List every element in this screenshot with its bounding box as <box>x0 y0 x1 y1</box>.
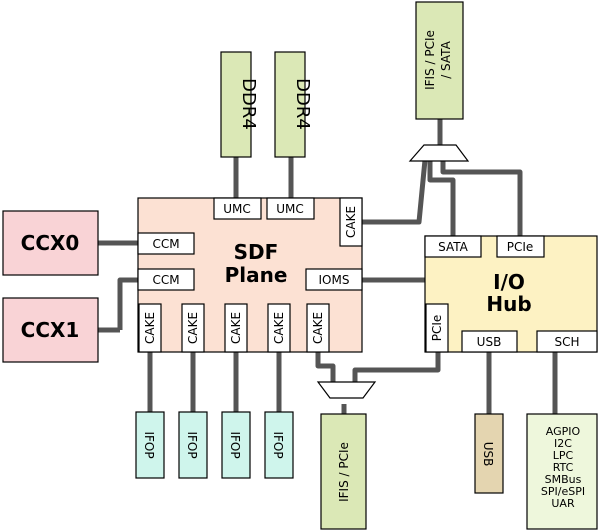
ifis-pcie-block: IFIS / PCIe <box>320 413 367 530</box>
ifop-1-label: IFOP <box>142 431 156 458</box>
cake-bottom-3-label: CAKE <box>229 312 243 344</box>
ccx0-block: CCX0 <box>2 210 99 276</box>
ifis-pcie-label: IFIS / PCIe <box>337 442 351 502</box>
ioms-label: IOMS <box>319 273 350 287</box>
ifop-2-label: IFOP <box>185 431 199 458</box>
ifop-2-block: IFOP <box>178 411 208 479</box>
sch-port-label: SCH <box>554 335 579 349</box>
ifop-3-block: IFOP <box>221 411 251 479</box>
ddr4-1-label: DDR4 <box>292 78 313 130</box>
usb-external-label: USB <box>481 442 495 467</box>
sdf-plane-block: SDF Plane UMC UMC CCM CCM CAKE IOMS CAKE… <box>137 197 363 353</box>
hub-label: Hub <box>486 292 531 316</box>
sch-item-3: RTC <box>553 461 574 474</box>
ccx0-label: CCX0 <box>21 231 80 255</box>
sdf-label: SDF <box>234 240 279 264</box>
ccx1-label: CCX1 <box>21 318 80 342</box>
ccx1-block: CCX1 <box>2 297 99 363</box>
sch-item-2: LPC <box>553 449 574 462</box>
ifis-pcie-sata-block: IFIS / PCIe / SATA <box>415 1 464 120</box>
ddr4-0-block: DDR4 <box>220 51 259 158</box>
ifop-1-block: IFOP <box>135 411 165 479</box>
cake-right-label: CAKE <box>344 206 358 238</box>
sch-item-4: SMBus <box>545 473 582 486</box>
sch-external-block: AGPIO I2C LPC RTC SMBus SPI/eSPI UAR <box>526 413 598 530</box>
ifop-3-label: IFOP <box>228 431 242 458</box>
pcie-top-port-label: PCIe <box>507 240 534 254</box>
usb-external-block: USB <box>474 413 504 494</box>
cake-bottom-1-label: CAKE <box>143 312 157 344</box>
ccm-1-label: CCM <box>152 273 179 287</box>
pcie-left-port-label: PCIe <box>430 315 444 342</box>
sch-item-6: UAR <box>551 497 575 510</box>
top-mux <box>408 144 470 162</box>
sch-item-1: I2C <box>554 437 572 450</box>
bottom-mux <box>316 381 377 399</box>
cake-bottom-2-label: CAKE <box>186 312 200 344</box>
sata-port-label: SATA <box>438 240 469 254</box>
io-label: I/O <box>493 270 525 294</box>
cake-bottom-5-label: CAKE <box>311 312 325 344</box>
usb-port-label: USB <box>477 335 502 349</box>
plane-label: Plane <box>225 263 288 287</box>
cake-bottom-4-label: CAKE <box>272 312 286 344</box>
ifis-pcie-sata-line2: / SATA <box>439 40 453 78</box>
ddr4-1-block: DDR4 <box>274 51 313 158</box>
ifop-4-label: IFOP <box>271 431 285 458</box>
sch-item-5: SPI/eSPI <box>541 485 585 498</box>
interconnect-wires <box>98 119 558 414</box>
ddr4-0-label: DDR4 <box>238 78 259 130</box>
io-hub-block: I/O Hub SATA PCIe PCIe USB SCH <box>424 235 598 353</box>
ifop-4-block: IFOP <box>264 411 294 479</box>
umc-0-label: UMC <box>223 202 251 216</box>
umc-1-label: UMC <box>276 202 304 216</box>
sch-item-0: AGPIO <box>546 425 581 438</box>
ifis-pcie-sata-line1: IFIS / PCIe <box>423 30 437 90</box>
ccm-0-label: CCM <box>152 237 179 251</box>
